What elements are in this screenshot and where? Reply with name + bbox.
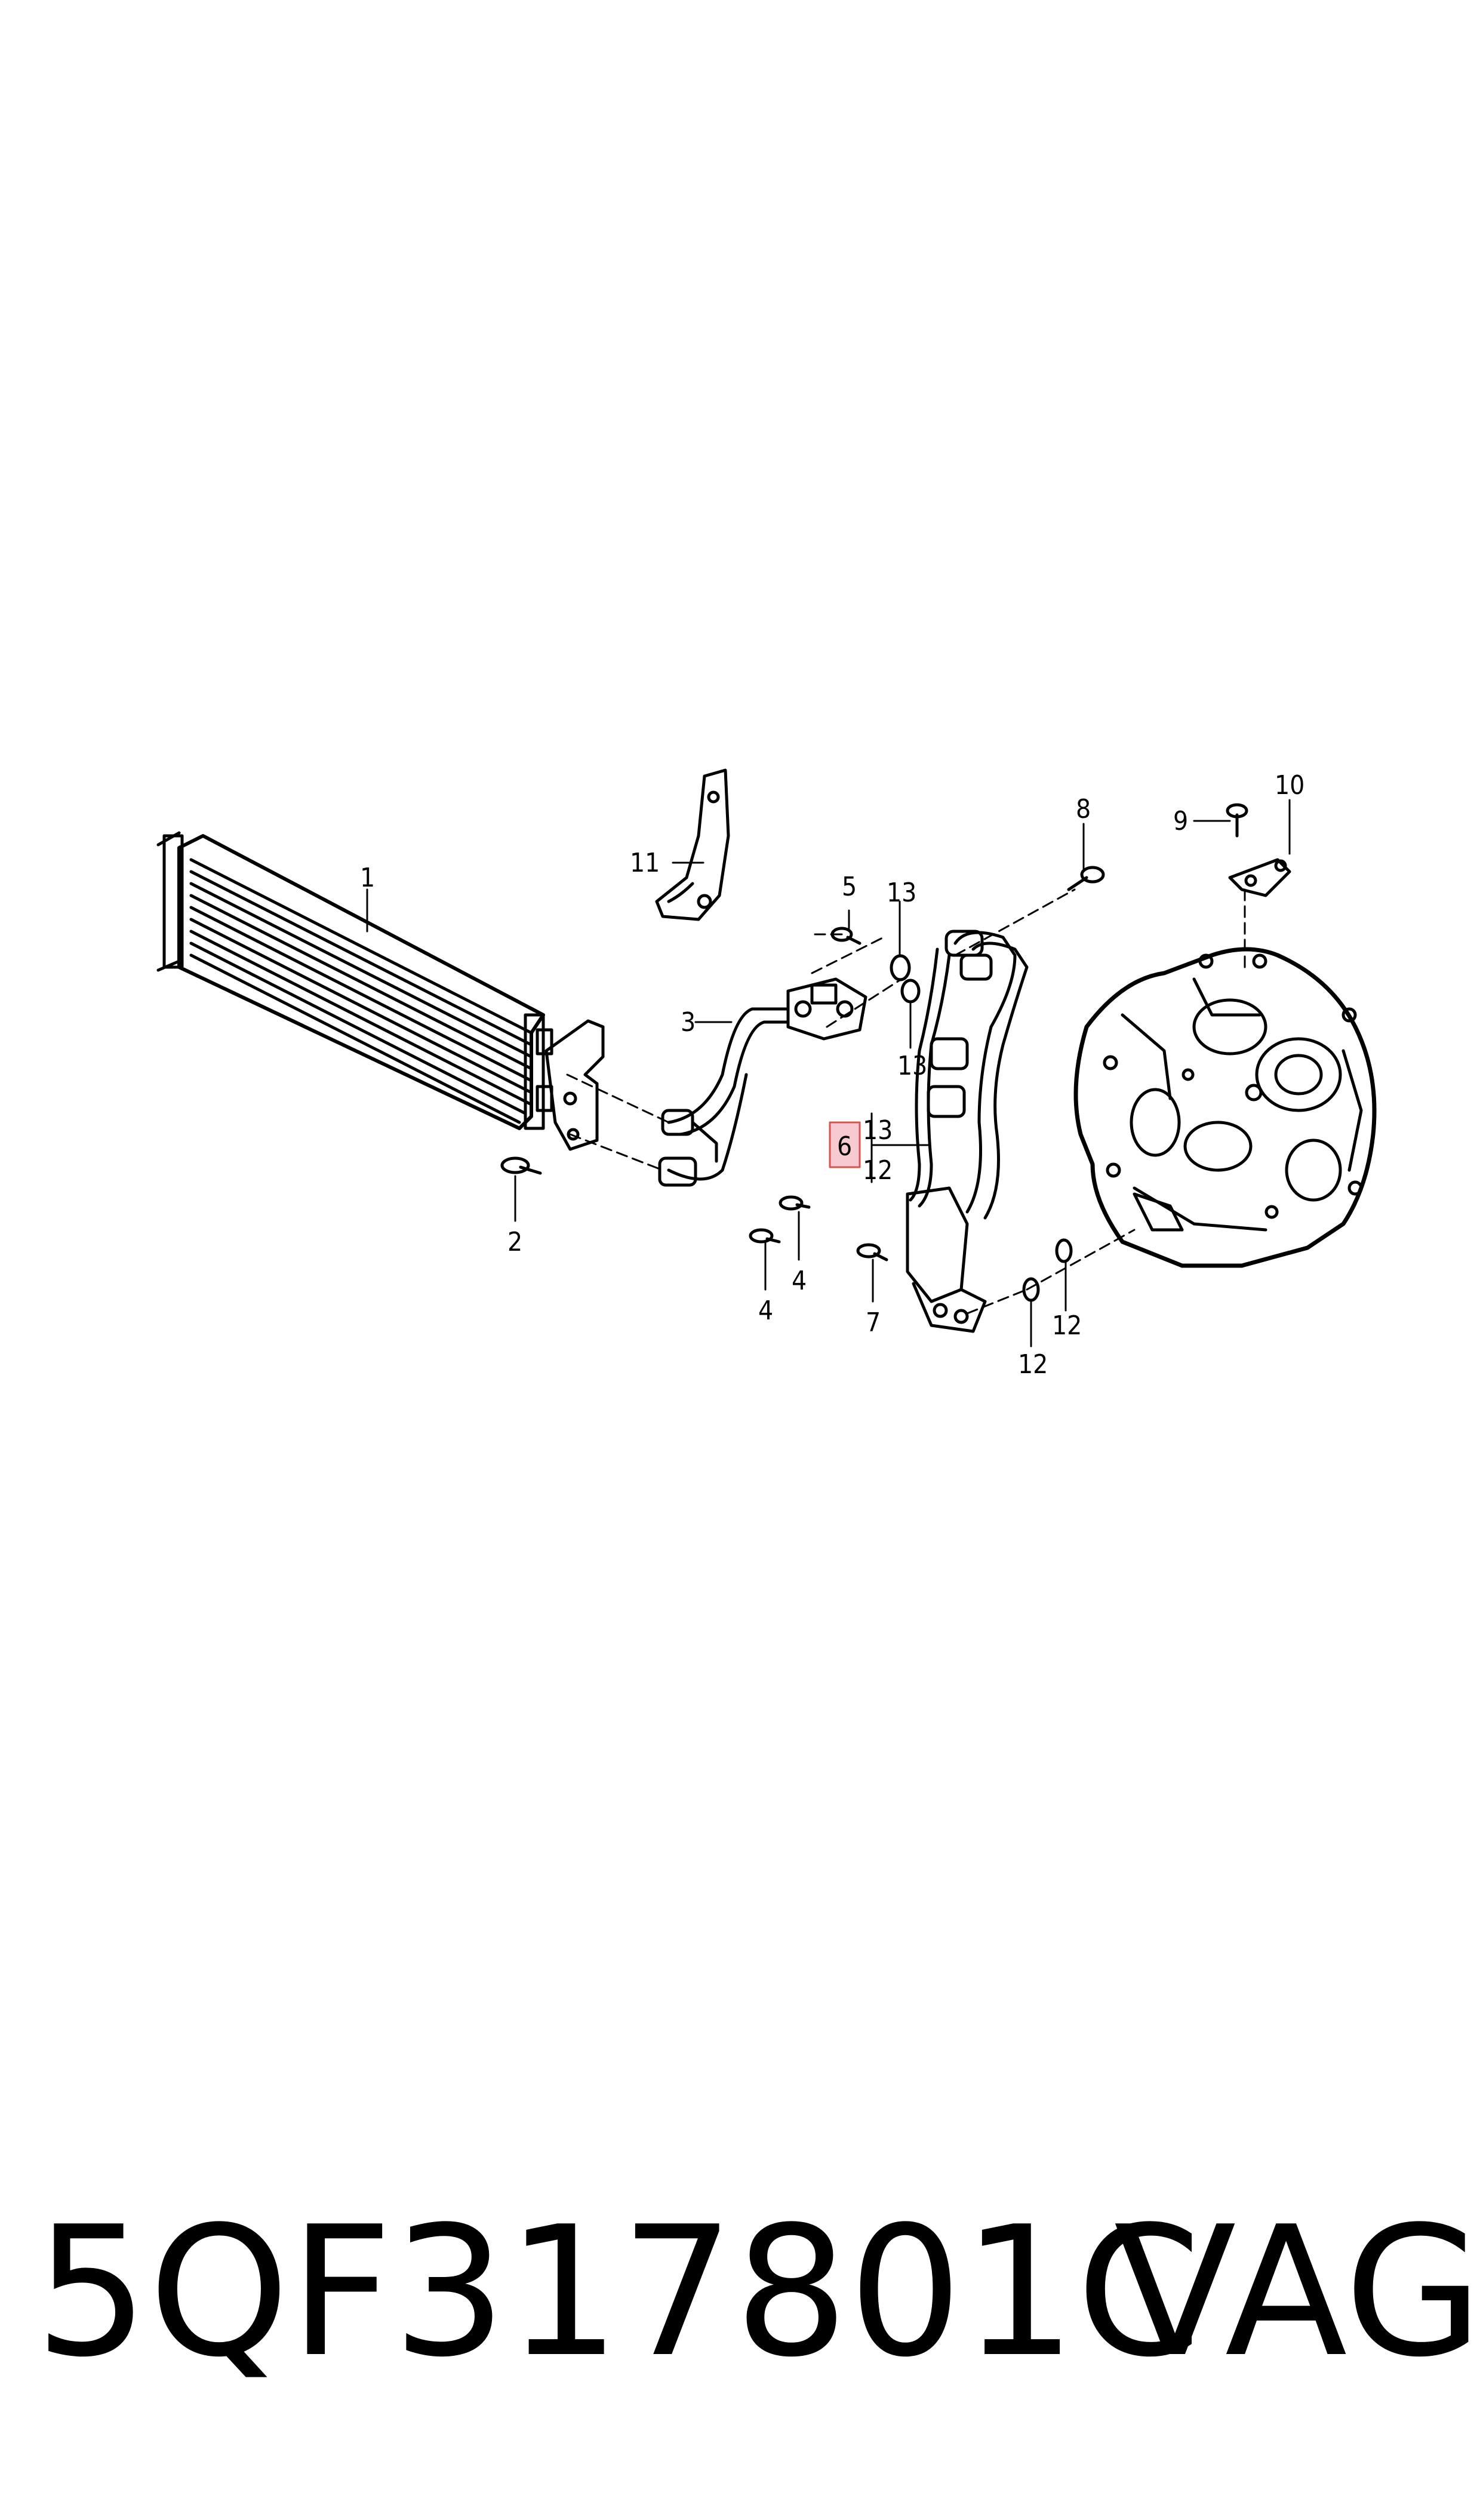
oil-line-lower[interactable]: [658, 1007, 790, 1187]
cooler-bracket[interactable]: [544, 1019, 605, 1151]
oil-line-flange[interactable]: [786, 977, 867, 1041]
callout-4a[interactable]: 4: [758, 1296, 773, 1326]
support-bracket[interactable]: [655, 768, 730, 921]
callout-12b[interactable]: 12: [1052, 1310, 1082, 1341]
callout-labels: 1 2 3 4 4 5 6 7 8 9 10 11 12 12 12 13 13…: [360, 770, 1304, 1380]
callout-13c[interactable]: 13: [863, 1115, 893, 1146]
callout-5[interactable]: 5: [842, 872, 857, 902]
callout-10[interactable]: 10: [1275, 770, 1304, 801]
bolt-5[interactable]: [830, 927, 862, 945]
o-ring-13a[interactable]: [890, 954, 911, 981]
bolt-7[interactable]: [856, 1243, 888, 1261]
bolt-2[interactable]: [500, 1156, 542, 1175]
o-ring-12a[interactable]: [1022, 1277, 1040, 1302]
o-ring-13b[interactable]: [900, 979, 921, 1004]
callout-12c[interactable]: 12: [863, 1155, 893, 1186]
brand-name: VAG: [1113, 2188, 1483, 2396]
bolt-4a[interactable]: [749, 1228, 781, 1244]
bolt-9[interactable]: [1226, 803, 1248, 838]
callout-8[interactable]: 8: [1076, 794, 1091, 824]
bracket-10[interactable]: [1228, 858, 1291, 897]
callout-7[interactable]: 7: [866, 1307, 881, 1338]
callout-12a[interactable]: 12: [1018, 1349, 1048, 1380]
callout-13b[interactable]: 13: [897, 1051, 927, 1081]
callout-3[interactable]: 3: [681, 1007, 696, 1038]
callout-1[interactable]: 1: [360, 863, 375, 893]
callout-4b[interactable]: 4: [792, 1266, 807, 1296]
gearbox-housing[interactable]: [1073, 947, 1377, 1268]
part-number: 5QF317801C: [35, 2188, 1202, 2396]
callout-9[interactable]: 9: [1173, 806, 1188, 836]
callout-6[interactable]: 6: [837, 1131, 852, 1162]
bolt-8[interactable]: [1067, 866, 1105, 891]
callout-13a[interactable]: 13: [887, 878, 916, 908]
oil-line-gearbox[interactable]: [906, 930, 1029, 1333]
bolt-4b[interactable]: [779, 1195, 811, 1211]
callout-2[interactable]: 2: [507, 1227, 522, 1257]
highlight-box-6: [829, 1121, 861, 1168]
callout-leaders: [366, 799, 1291, 1347]
o-ring-12b[interactable]: [1055, 1238, 1073, 1263]
callout-11[interactable]: 11: [630, 848, 660, 878]
oil-cooler-radiator[interactable]: [156, 831, 553, 1130]
